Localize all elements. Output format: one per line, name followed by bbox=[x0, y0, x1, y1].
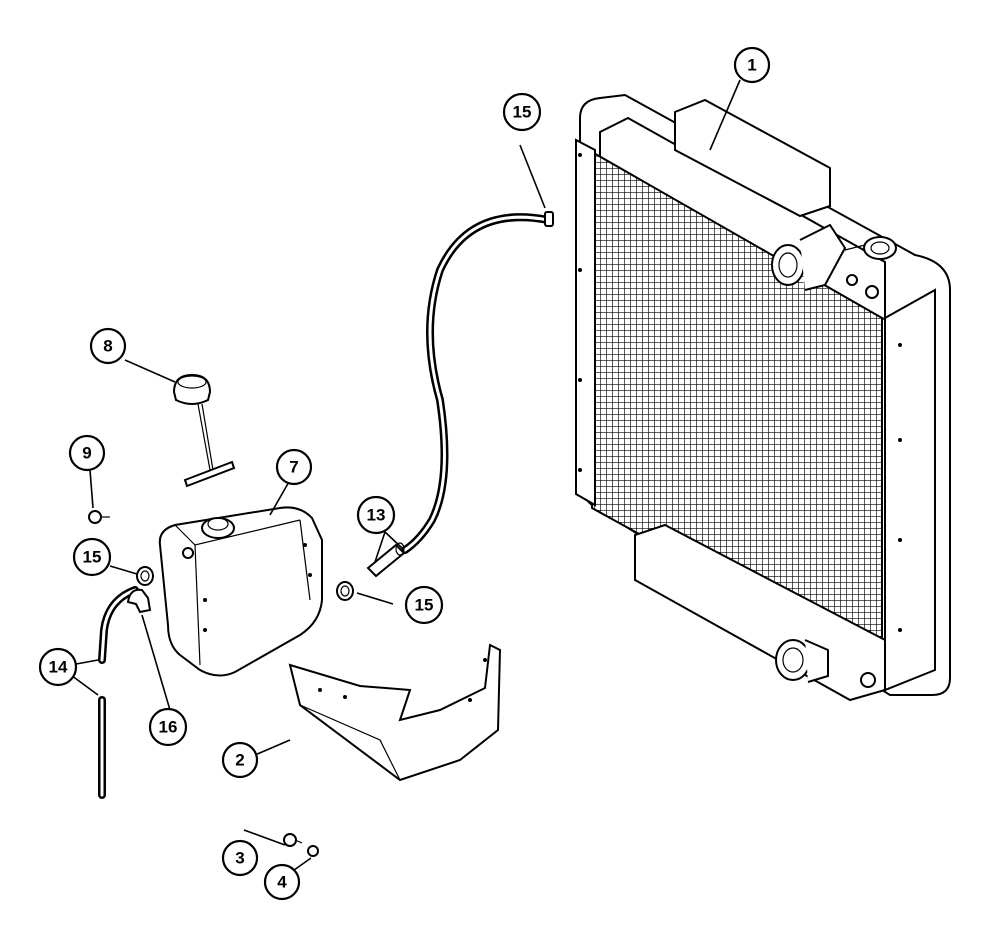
callout-15-left: 15 bbox=[72, 537, 112, 577]
callout-15-right: 15 bbox=[404, 585, 444, 625]
radiator bbox=[575, 93, 951, 702]
callout-13: 13 bbox=[356, 495, 396, 535]
svg-text:16: 16 bbox=[159, 718, 178, 737]
callout-14: 14 bbox=[38, 647, 78, 687]
coolant-reservoir bbox=[158, 506, 323, 677]
callout-3: 3 bbox=[221, 839, 259, 877]
bolt-9 bbox=[88, 510, 110, 524]
callout-9: 9 bbox=[68, 434, 106, 472]
callout-16: 16 bbox=[148, 707, 188, 747]
svg-text:4: 4 bbox=[277, 873, 287, 892]
callout-8: 8 bbox=[89, 327, 127, 365]
svg-text:7: 7 bbox=[289, 458, 298, 477]
nut-4 bbox=[307, 845, 319, 857]
hose-clamp-middle bbox=[336, 581, 354, 601]
svg-text:15: 15 bbox=[415, 596, 434, 615]
svg-text:2: 2 bbox=[235, 751, 244, 770]
callout-1: 1 bbox=[733, 46, 771, 84]
callout-15-top: 15 bbox=[502, 92, 542, 132]
svg-text:3: 3 bbox=[235, 849, 244, 868]
svg-text:9: 9 bbox=[82, 444, 91, 463]
svg-text:14: 14 bbox=[49, 658, 68, 677]
hose-clip bbox=[126, 588, 152, 614]
svg-text:15: 15 bbox=[83, 548, 102, 567]
svg-text:15: 15 bbox=[513, 103, 532, 122]
connector-hose bbox=[366, 542, 406, 578]
svg-text:8: 8 bbox=[103, 337, 112, 356]
upper-overflow-hose bbox=[401, 213, 552, 554]
reservoir-cap-dipstick bbox=[172, 373, 236, 488]
callout-7: 7 bbox=[275, 448, 313, 486]
drain-hose-upper bbox=[98, 586, 139, 664]
hose-clamp-top bbox=[544, 211, 554, 227]
svg-text:13: 13 bbox=[367, 506, 386, 525]
bolt-3 bbox=[283, 833, 303, 847]
hose-clamp-left bbox=[136, 566, 154, 586]
svg-text:1: 1 bbox=[747, 56, 756, 75]
callout-4: 4 bbox=[263, 863, 301, 901]
mounting-bracket bbox=[288, 643, 502, 782]
callout-2: 2 bbox=[221, 741, 259, 779]
